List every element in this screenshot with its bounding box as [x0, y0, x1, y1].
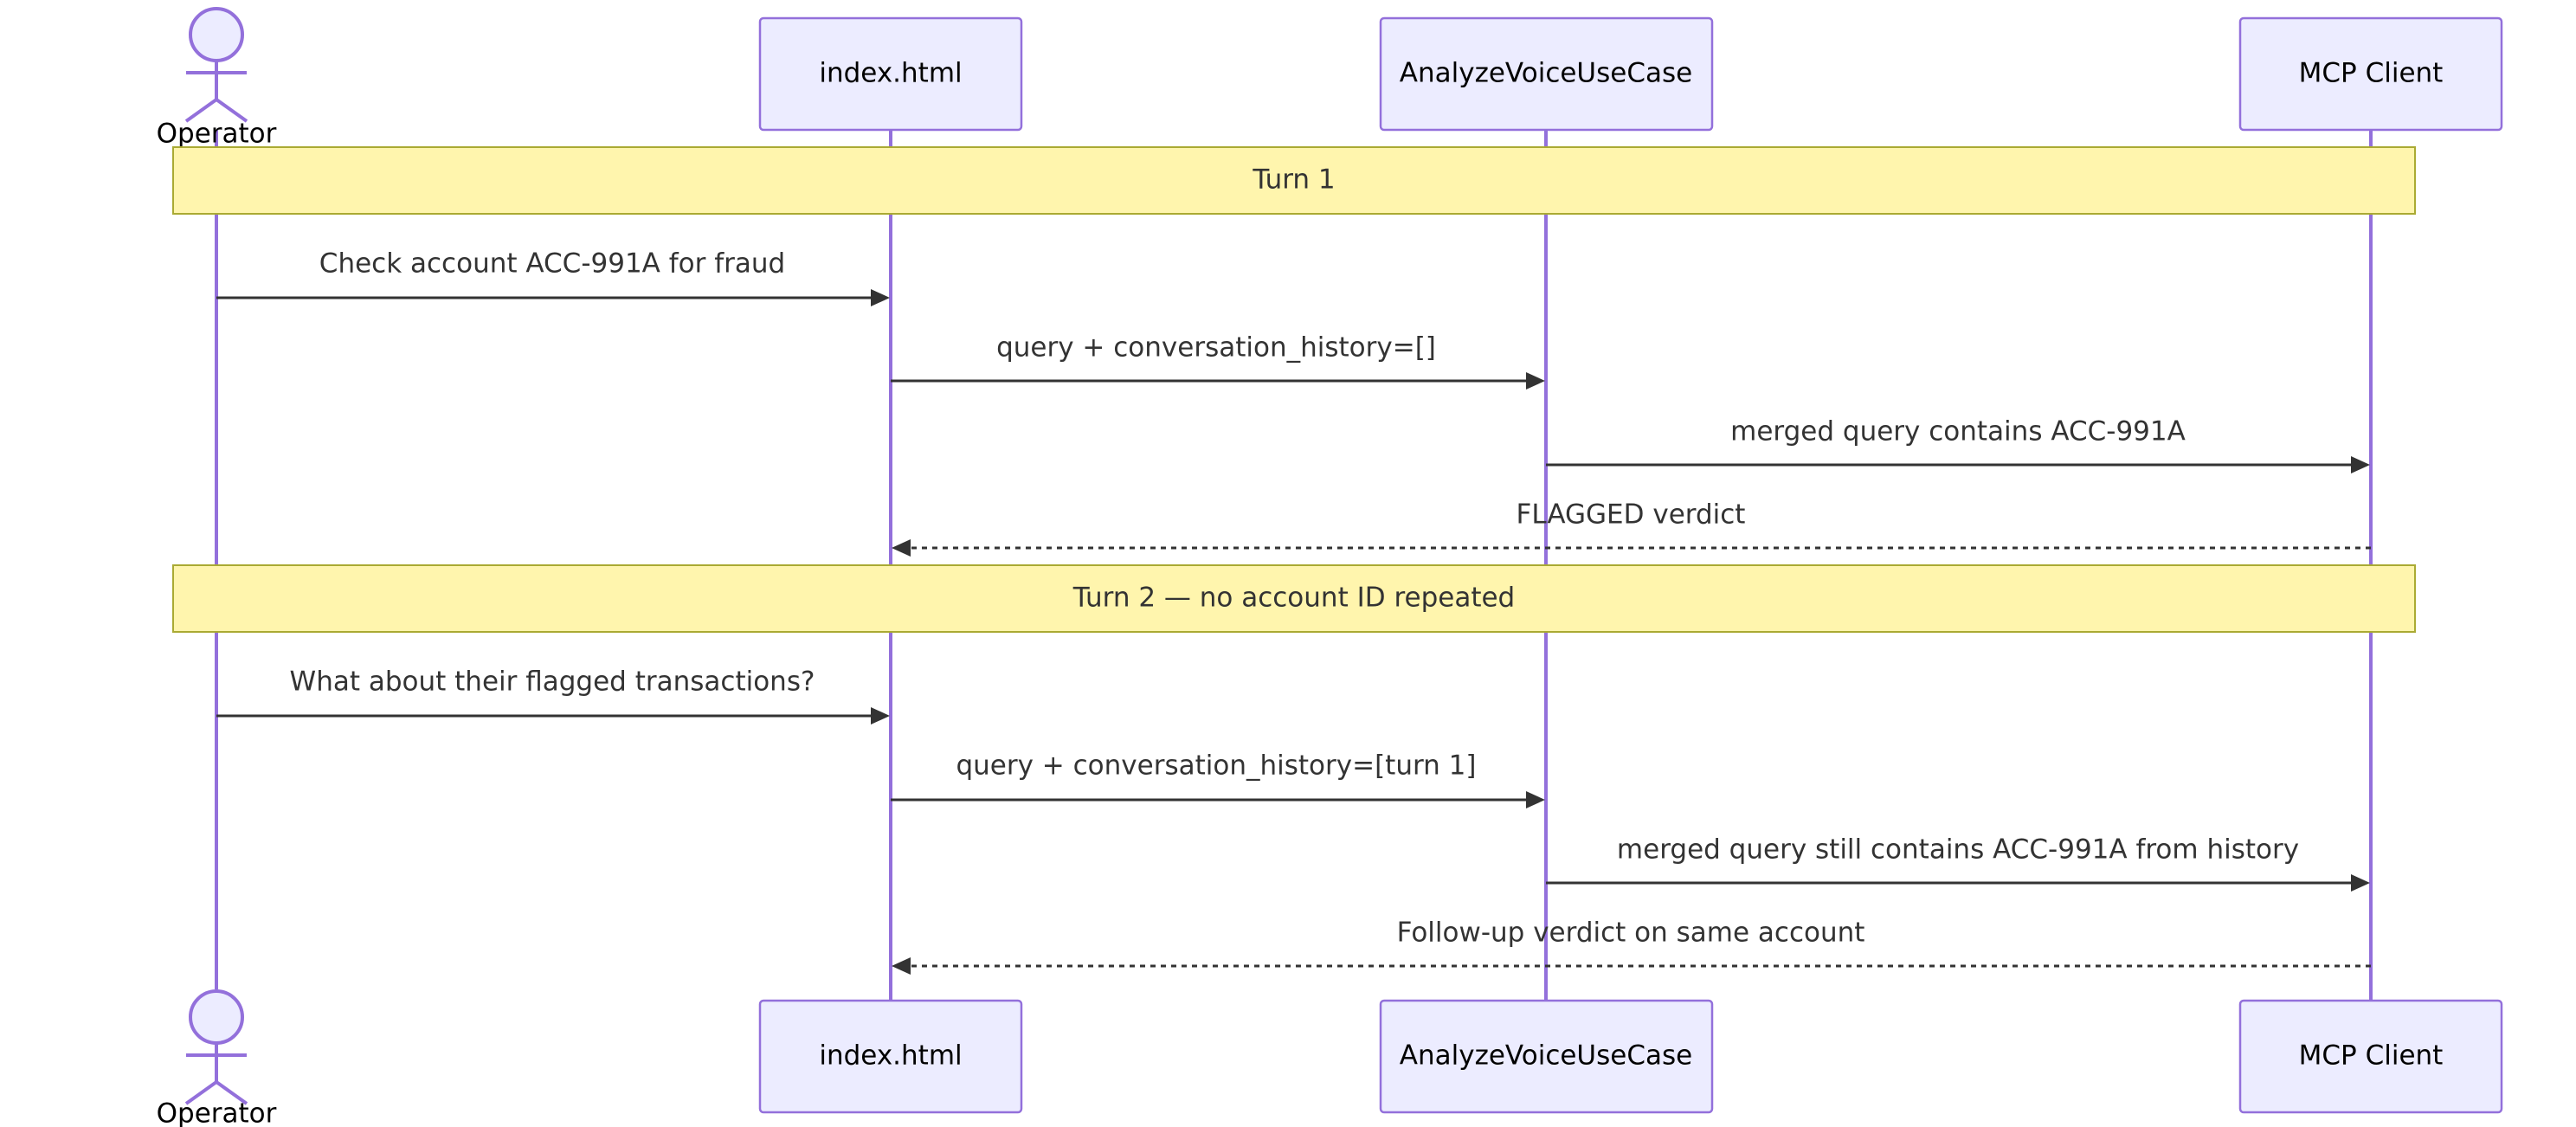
- message-label-1: Check account ACC-991A for fraud: [319, 248, 785, 280]
- participant-mcp-bottom: MCP Client: [2238, 999, 2503, 1114]
- message-label-7: merged query still contains ACC-991A fro…: [1617, 834, 2299, 866]
- message-label-8: Follow-up verdict on same account: [1397, 918, 1865, 949]
- actor-leg-right-icon: [215, 98, 248, 123]
- participant-label-mcp-top: MCP Client: [2299, 58, 2444, 89]
- participant-box-mcp-top: [2238, 16, 2503, 132]
- arrowhead-icon: [892, 957, 911, 975]
- note-text-turn-2: Turn 2 — no account ID repeated: [1072, 583, 1516, 614]
- note-box-turn-2: [172, 564, 2416, 633]
- message-label-3: merged query contains ACC-991A: [1730, 416, 2186, 448]
- participant-box-index-bottom: [758, 999, 1023, 1114]
- messages: Check account ACC-991A for fraud query +…: [216, 248, 2371, 975]
- actor-head-icon: [189, 7, 244, 62]
- participant-index-top: index.html: [758, 16, 1023, 132]
- note-text-turn-1: Turn 1: [1252, 164, 1335, 196]
- arrowhead-icon: [2351, 456, 2370, 473]
- participant-box-mcp-bottom: [2238, 999, 2503, 1114]
- participant-label-index-top: index.html: [819, 58, 962, 89]
- participant-usecase-top: AnalyzeVoiceUseCase: [1379, 16, 1714, 132]
- actor-leg-left-icon: [184, 98, 218, 123]
- participant-index-bottom: index.html: [758, 999, 1023, 1114]
- participant-box-usecase-top: [1379, 16, 1714, 132]
- message-8: Follow-up verdict on same account: [892, 918, 2371, 975]
- message-1: Check account ACC-991A for fraud: [216, 248, 890, 306]
- note-turn-2: Turn 2 — no account ID repeated: [172, 564, 2416, 633]
- arrowhead-icon: [871, 289, 890, 306]
- participant-label-usecase-top: AnalyzeVoiceUseCase: [1400, 58, 1692, 89]
- actor-label-operator-bottom: Operator: [157, 1098, 277, 1127]
- participant-label-mcp-bottom: MCP Client: [2299, 1040, 2444, 1072]
- notes: Turn 1 Turn 2 — no account ID repeated: [172, 146, 2416, 633]
- participant-box-usecase-bottom: [1379, 999, 1714, 1114]
- actor-leg-left-icon: [184, 1080, 218, 1105]
- participants-top: Operator index.html AnalyzeVoiceUseCase …: [157, 7, 2503, 150]
- participant-label-index-bottom: index.html: [819, 1040, 962, 1072]
- message-6: query + conversation_history=[turn 1]: [891, 750, 1545, 808]
- message-label-5: What about their flagged transactions?: [290, 667, 815, 698]
- message-5: What about their flagged transactions?: [216, 667, 890, 724]
- actor-leg-right-icon: [215, 1080, 248, 1105]
- message-4: FLAGGED verdict: [892, 499, 2371, 557]
- message-label-2: query + conversation_history=[]: [996, 332, 1436, 364]
- participant-box-index-top: [758, 16, 1023, 132]
- actor-operator-top: Operator: [157, 7, 277, 150]
- participant-mcp-top: MCP Client: [2238, 16, 2503, 132]
- note-box-turn-1: [172, 146, 2416, 215]
- message-2: query + conversation_history=[]: [891, 332, 1545, 390]
- message-label-4: FLAGGED verdict: [1517, 499, 1746, 531]
- arrowhead-icon: [1526, 791, 1545, 808]
- arrowhead-icon: [892, 539, 911, 557]
- actor-operator-bottom: Operator: [157, 989, 277, 1127]
- arrowhead-icon: [1526, 372, 1545, 390]
- message-label-6: query + conversation_history=[turn 1]: [956, 750, 1476, 782]
- message-7: merged query still contains ACC-991A fro…: [1546, 834, 2370, 892]
- message-3: merged query contains ACC-991A: [1546, 416, 2370, 473]
- arrowhead-icon: [2351, 874, 2370, 892]
- participant-usecase-bottom: AnalyzeVoiceUseCase: [1379, 999, 1714, 1114]
- participant-label-usecase-bottom: AnalyzeVoiceUseCase: [1400, 1040, 1692, 1072]
- actor-label-operator-top: Operator: [157, 119, 277, 150]
- arrowhead-icon: [871, 707, 890, 724]
- participants-bottom: Operator index.html AnalyzeVoiceUseCase …: [157, 989, 2503, 1127]
- actor-head-icon: [189, 989, 244, 1045]
- note-turn-1: Turn 1: [172, 146, 2416, 215]
